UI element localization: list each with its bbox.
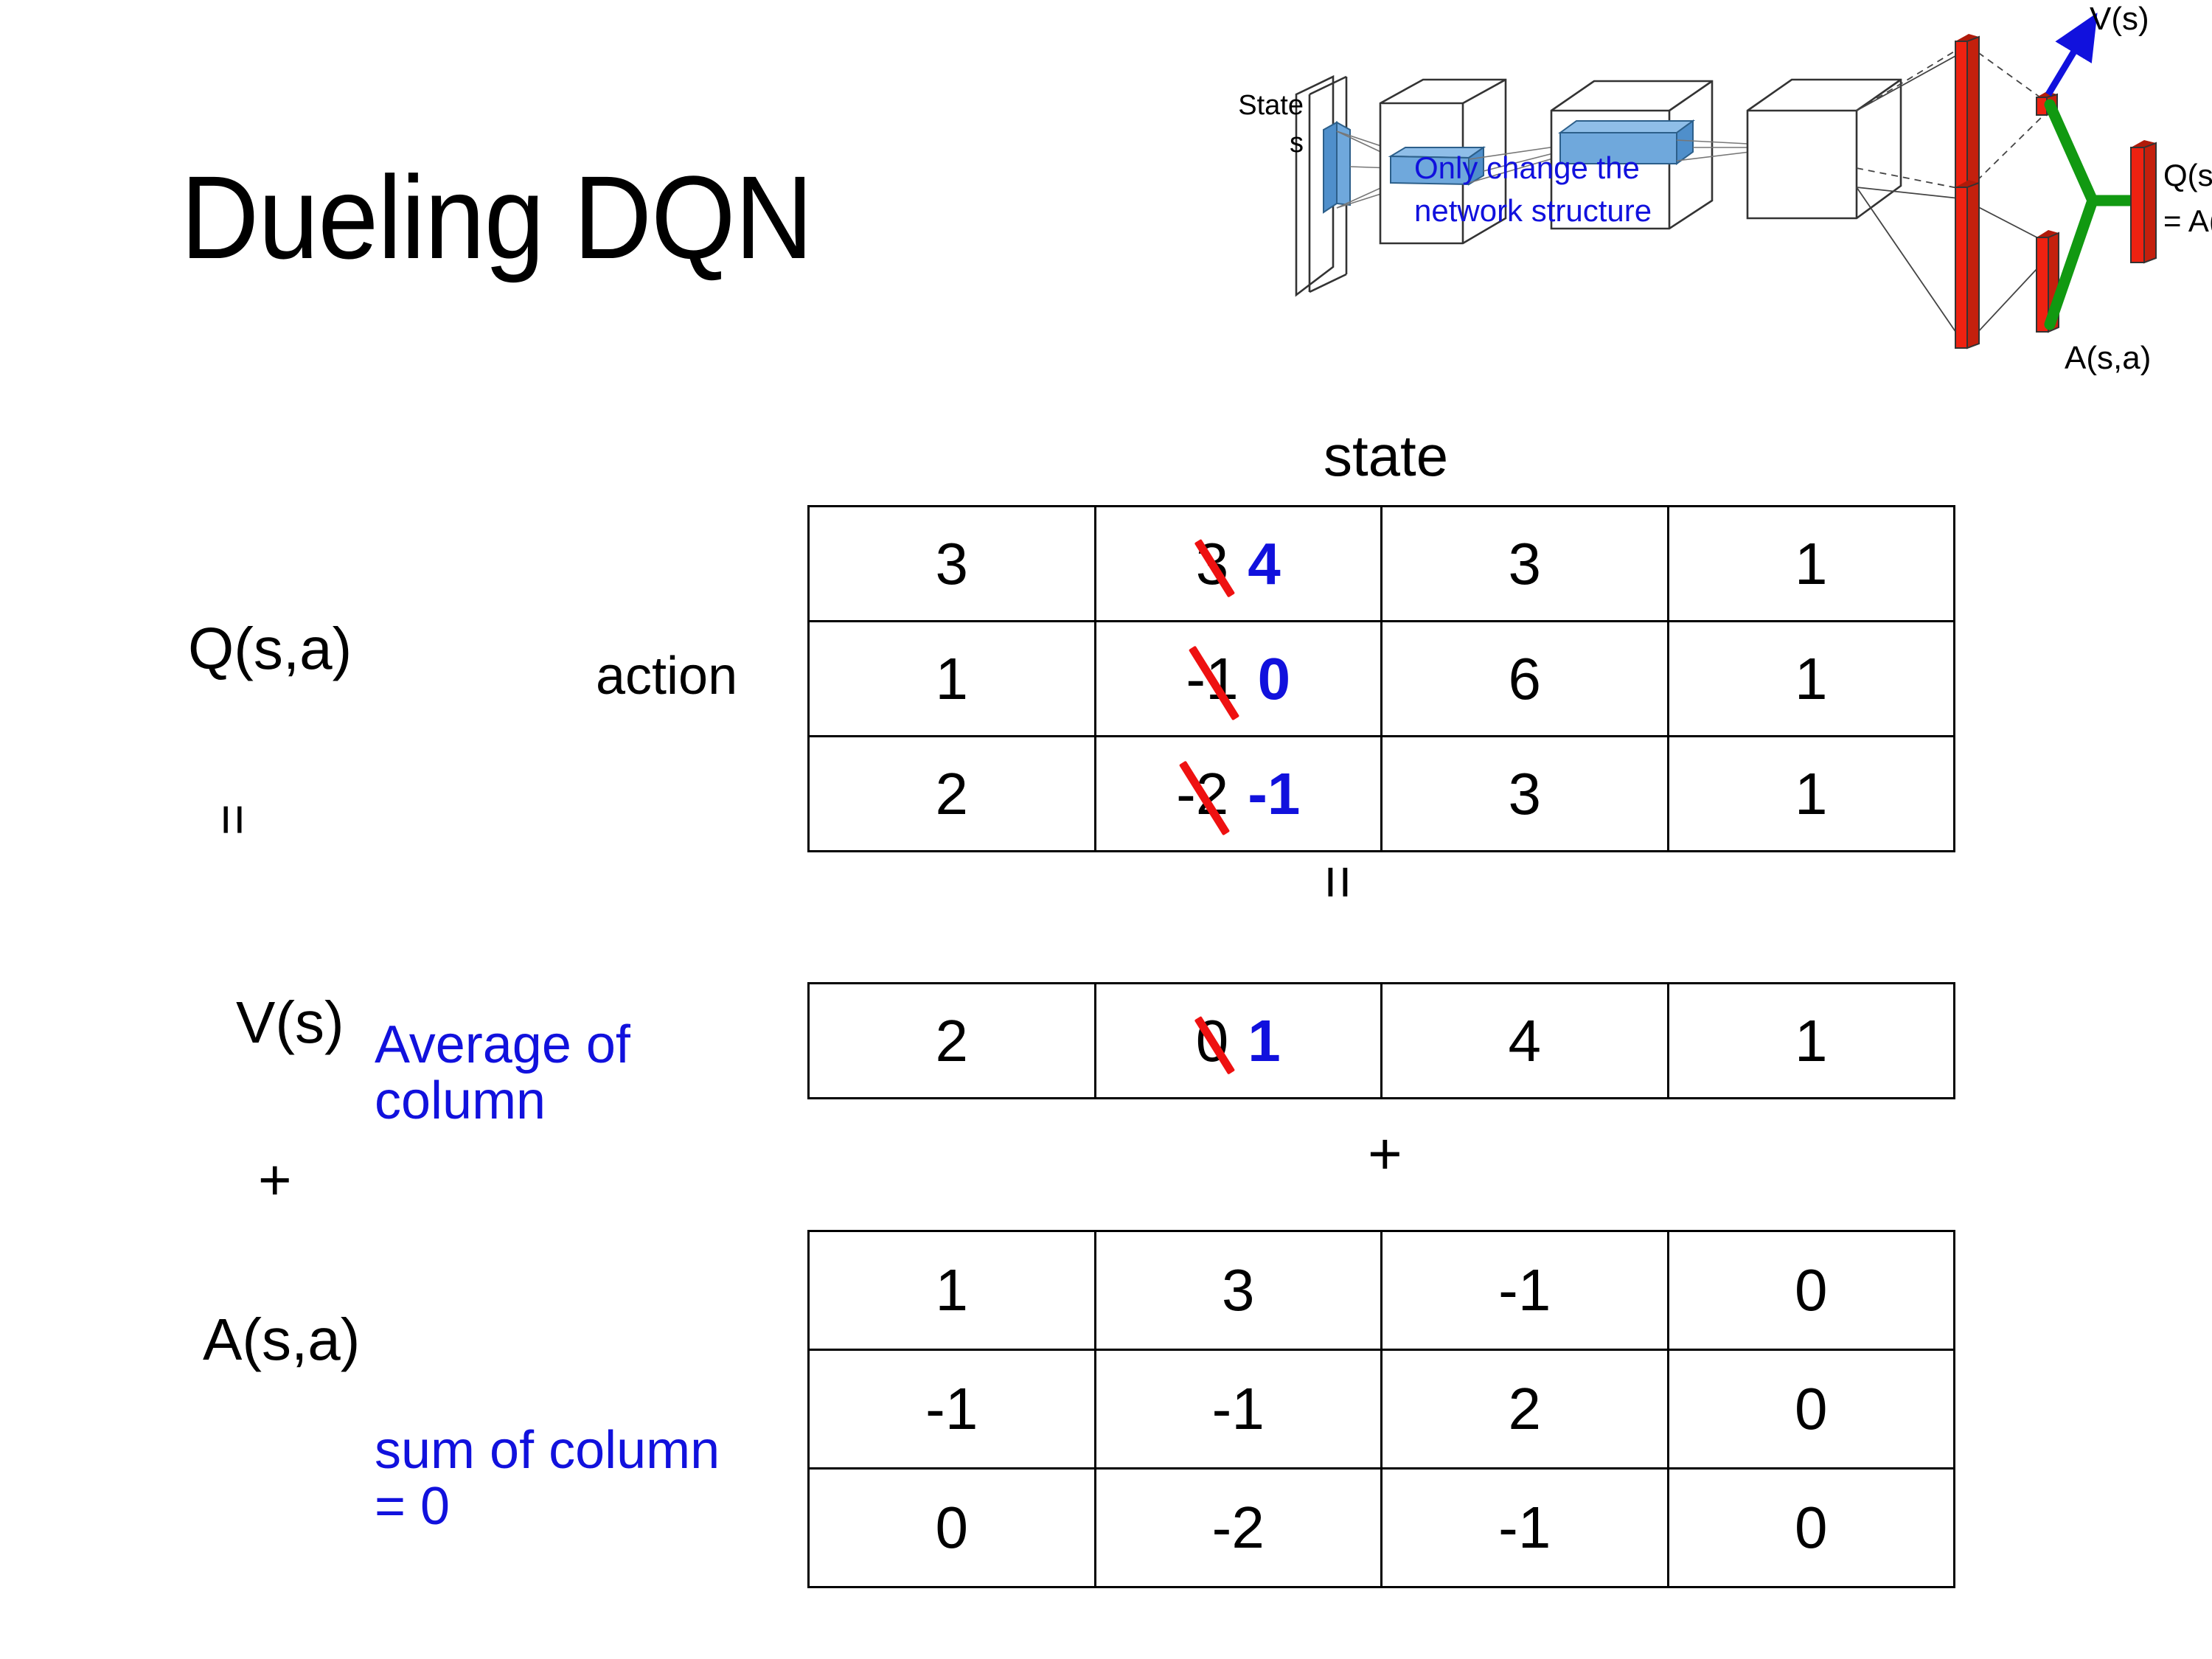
page-title: Dueling DQN [181,151,813,283]
q-cell-r2c0: 2 [807,735,1096,852]
table-row: 0 -2 -1 0 [807,1467,1955,1588]
state-axis-label: state [1324,423,1449,488]
diagram-state-label-line2: s [1290,128,1304,159]
q-cell-new-value: 4 [1248,530,1281,597]
q-cell-r2c1: -2 -1 [1093,735,1382,852]
v-cell-c2: 4 [1380,982,1669,1099]
plus-operator-middle: + [1368,1121,1402,1186]
v-value-table: 2 0 1 4 1 [807,982,1955,1099]
sum-of-column-note: sum of column = 0 [375,1421,720,1536]
a-cell-r2c0: 0 [807,1467,1096,1588]
diagram-note-line1: Only change the [1414,150,1640,185]
q-cell-r1c2: 6 [1380,620,1669,737]
v-cell-old-value: 0 [1195,1007,1229,1074]
diagram-q-label-line2: = A(s,a)+V(s) [2163,204,2212,238]
q-value-table: 3 3 4 3 1 1 -1 0 6 [807,505,1955,852]
q-cell-r2c2: 3 [1380,735,1669,852]
v-cell-c0: 2 [807,982,1096,1099]
a-function-label: A(s,a) [203,1307,361,1372]
a-cell-r0c1: 3 [1093,1230,1382,1351]
value-stream-bar-icon [1955,34,1980,199]
q-cell-r1c0: 1 [807,620,1096,737]
value-arrow-icon [2045,13,2098,97]
q-cell-r1c3: 1 [1666,620,1955,737]
a-cell-r2c3: 0 [1666,1467,1955,1588]
equals-operator-middle: = [1306,865,1371,900]
a-cell-r1c2: 2 [1380,1349,1669,1470]
q-cell-old-value: -1 [1186,645,1239,712]
q-output-bar-icon [2130,140,2157,264]
v-cell-c3: 1 [1666,982,1955,1099]
action-axis-label: action [596,647,738,706]
a-cell-r1c1: -1 [1093,1349,1382,1470]
q-function-label: Q(s,a) [188,616,352,681]
a-cell-r0c3: 0 [1666,1230,1955,1351]
q-cell-r0c2: 3 [1380,505,1669,622]
q-cell-r1c1: -1 0 [1093,620,1382,737]
conv-patch-2-icon [1557,119,1696,165]
diagram-state-label-line1: State [1238,90,1304,121]
q-cell-r0c1: 3 4 [1093,505,1382,622]
a-cell-r0c2: -1 [1380,1230,1669,1351]
diagram-advantage-label: A(s,a) [2065,340,2151,376]
v-cell-new-value: 1 [1248,1007,1281,1074]
diagram-value-label: V(s) [2090,1,2149,37]
table-row: 1 3 -1 0 [807,1230,1955,1351]
q-cell-new-value: -1 [1248,760,1301,827]
input-patch-icon [1323,121,1351,214]
table-row: -1 -1 2 0 [807,1349,1955,1470]
q-cell-old-value: -2 [1176,760,1229,827]
equals-operator-left: = [203,804,264,836]
conv-block-3-icon [1746,78,1902,220]
diagram-q-label-line1: Q(s,a) [2163,158,2212,192]
diagram-note-line2: network structure [1414,193,1652,228]
q-cell-old-value: 3 [1195,530,1229,597]
a-cell-r0c0: 1 [807,1230,1096,1351]
advantage-value-table: 1 3 -1 0 -1 -1 2 0 0 -2 -1 0 [807,1230,1955,1588]
table-row: 2 -2 -1 3 1 [807,735,1955,852]
dueling-network-diagram: State s Only change the network structur… [1099,0,2212,413]
a-cell-r1c0: -1 [807,1349,1096,1470]
v-function-label: V(s) [236,990,344,1055]
table-row: 2 0 1 4 1 [807,982,1955,1099]
q-cell-r0c3: 1 [1666,505,1955,622]
a-cell-r2c2: -1 [1380,1467,1669,1588]
average-of-column-note: Average of column [375,1015,630,1130]
v-cell-c1: 0 1 [1093,982,1382,1099]
q-cell-new-value: 0 [1257,645,1291,712]
q-cell-r0c0: 3 [807,505,1096,622]
conv-patch-1-icon [1388,146,1486,186]
aggregation-merge-icon [2044,99,2140,330]
plus-operator-left: + [258,1147,292,1212]
table-row: 3 3 4 3 1 [807,505,1955,622]
table-row: 1 -1 0 6 1 [807,620,1955,737]
a-cell-r2c1: -2 [1093,1467,1382,1588]
advantage-stream-bar-icon [1955,180,1980,349]
q-cell-r2c3: 1 [1666,735,1955,852]
a-cell-r1c3: 0 [1666,1349,1955,1470]
